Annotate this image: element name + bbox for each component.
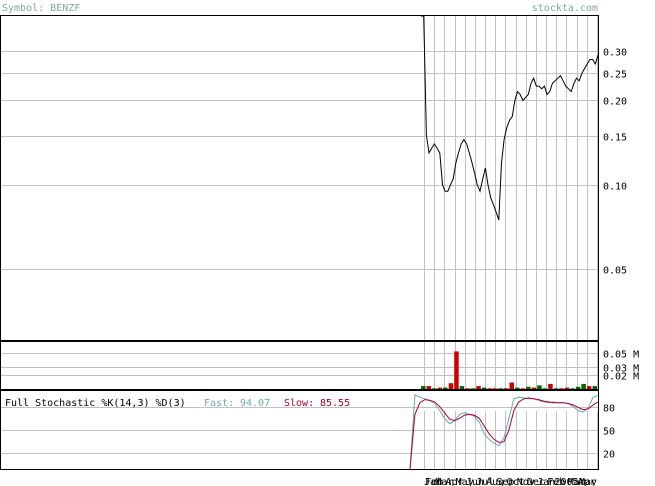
fast-value: 94.07 — [240, 398, 270, 409]
volume-bar — [459, 386, 465, 389]
fast-label: Fast: — [204, 398, 234, 409]
volume-bar — [564, 387, 570, 389]
x-tick-label: Mar — [568, 477, 586, 486]
volume-bars — [421, 351, 597, 390]
stochastic-slow-line — [409, 397, 599, 470]
x-tick-label: Mar — [435, 477, 453, 486]
volume-bar — [443, 387, 448, 389]
x-tick-label: Feb — [547, 477, 565, 486]
x-tick-label: Jan — [537, 477, 555, 486]
volume-bar — [548, 383, 553, 389]
volume-bar — [454, 351, 459, 389]
volume-bar — [570, 388, 575, 390]
x-tick-label: Oct — [507, 477, 525, 486]
x-tick-label: Apr — [445, 477, 463, 486]
price-tick-label: 0.10 — [603, 182, 627, 193]
volume-bar — [487, 388, 492, 390]
volume-bar — [498, 388, 503, 390]
volume-bar — [581, 383, 586, 389]
volume-tick-label: 0.03 M — [603, 364, 639, 375]
volume-bar — [481, 387, 487, 389]
volume-bar — [465, 388, 470, 390]
stochastic-tick-label: 80 — [603, 404, 615, 415]
symbol-label: Symbol: BENZF — [2, 3, 80, 14]
price-panel-frame — [0, 15, 599, 341]
price-tick-label: 0.25 — [603, 70, 627, 81]
volume-bar — [421, 386, 426, 389]
volume-grid — [1, 342, 598, 389]
volume-bar — [492, 388, 498, 390]
stochastic-title: Full Stochastic %K(14,3) %D(3) — [5, 398, 186, 409]
x-tick-label: Feb — [425, 477, 443, 486]
volume-bar — [426, 386, 431, 389]
x-axis-labels: JanFebMarAprMayJunJulAugSepOctNovDecJanF… — [424, 477, 597, 486]
volume-tick-label: 0.02 M — [603, 372, 639, 383]
volume-bar — [586, 386, 592, 389]
x-tick-label: Aug — [486, 477, 504, 486]
volume-bar — [437, 387, 443, 389]
price-axis-labels: 0.30 0.25 0.20 0.15 0.10 0.05 — [603, 48, 627, 277]
volume-bar — [592, 386, 597, 389]
volume-bar — [470, 388, 476, 390]
month-gridlines — [424, 16, 598, 340]
volume-bar — [542, 388, 548, 390]
volume-axis-labels: 0.05 M 0.03 M0.02 M — [603, 350, 639, 383]
x-tick-label: May — [579, 477, 597, 486]
price-grid — [1, 51, 598, 270]
stochastic-axis-labels: 80 50 20 — [603, 404, 615, 461]
volume-panel-frame — [0, 341, 599, 390]
slow-label: Slow: — [284, 398, 314, 409]
x-tick-label: Jun — [466, 477, 484, 486]
volume-bar — [515, 387, 520, 389]
x-tick-label: May — [456, 477, 474, 486]
volume-bar — [526, 386, 531, 389]
volume-bar — [575, 386, 581, 389]
x-tick-label: Dec — [527, 477, 545, 486]
stochastic-tick-label: 50 — [603, 427, 615, 438]
price-line — [421, 15, 599, 221]
volume-bar — [559, 388, 564, 390]
x-tick-label: 2005 — [554, 477, 578, 486]
volume-tick-label: 0.05 M — [603, 350, 639, 361]
volume-bar — [432, 388, 437, 390]
x-tick-label: Sep — [496, 477, 514, 486]
x-tick-label: Jan — [424, 477, 442, 486]
volume-bar — [537, 385, 542, 389]
x-tick-label: Apr — [578, 477, 596, 486]
price-tick-label: 0.05 — [603, 266, 627, 277]
volume-bar — [509, 382, 514, 389]
volume-panel: 0.05 M 0.03 M0.02 M — [0, 341, 639, 390]
site-label[interactable]: stockta.com — [532, 3, 598, 14]
stochastic-grid — [1, 407, 598, 469]
price-tick-label: 0.15 — [603, 133, 627, 144]
stochastic-panel: 80 50 20 Full Stochastic %K(14,3) %D(3) Fa… — [0, 390, 615, 470]
price-tick-label: 0.20 — [603, 97, 627, 108]
volume-bar — [476, 386, 481, 389]
x-tick-label: Jul — [476, 477, 494, 486]
volume-bar — [531, 387, 537, 389]
slow-value: 85.55 — [320, 398, 350, 409]
volume-bar — [504, 388, 509, 390]
price-panel: 0.30 0.25 0.20 0.15 0.10 0.05 — [0, 15, 627, 341]
stochastic-tick-label: 20 — [603, 450, 615, 461]
x-tick-label: Nov — [517, 477, 535, 486]
price-tick-label: 0.30 — [603, 48, 627, 59]
volume-bar — [520, 388, 526, 390]
volume-bar — [448, 383, 454, 389]
volume-bar — [553, 388, 559, 390]
